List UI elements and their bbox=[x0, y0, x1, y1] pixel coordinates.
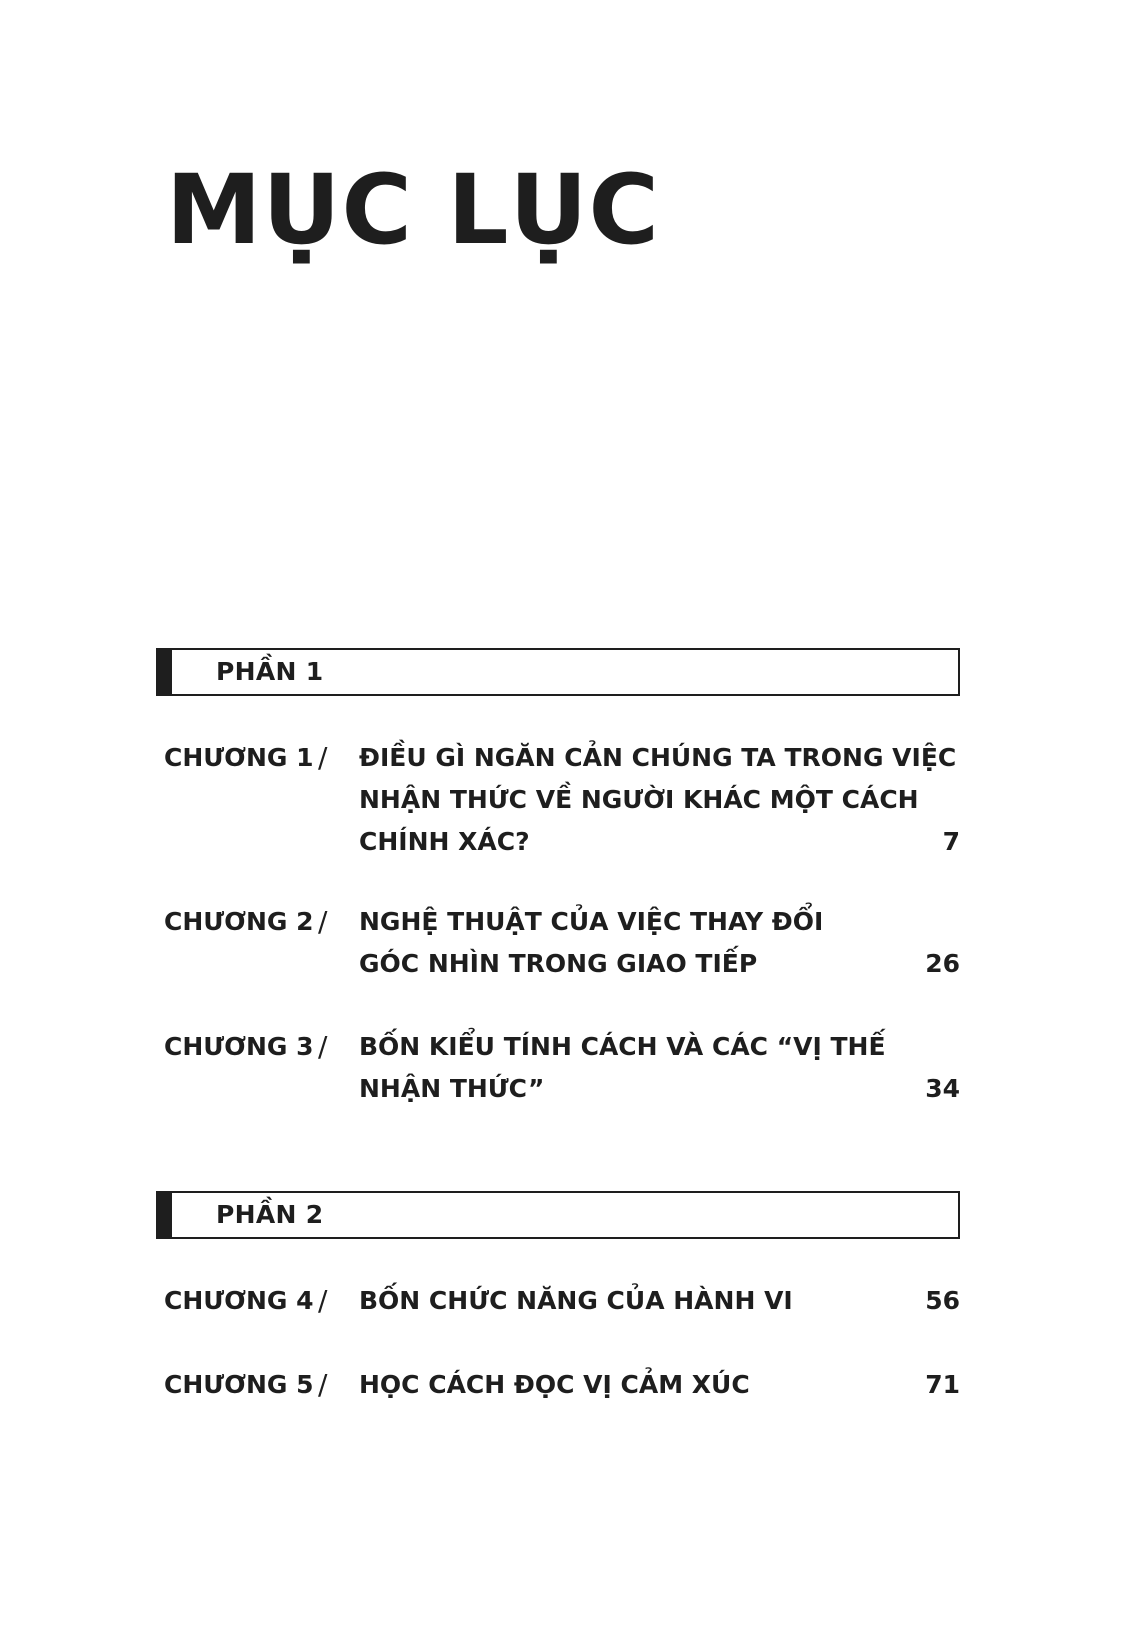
chapter-separator: / bbox=[318, 1030, 328, 1063]
chapter-title-line: NGHỆ THUẬT CỦA VIỆC THAY ĐỔI bbox=[359, 907, 824, 936]
chapter-title-line: BỐN KIỂU TÍNH CÁCH VÀ CÁC “VỊ THẾ bbox=[359, 1032, 886, 1061]
chapter-title-line: NHẬN THỨC VỀ NGƯỜI KHÁC MỘT CÁCH bbox=[359, 785, 919, 814]
chapter-title: BỐN KIỂU TÍNH CÁCH VÀ CÁC “VỊ THẾ NHẬN T… bbox=[359, 1026, 904, 1110]
chapter-title-line: NHẬN THỨC” bbox=[359, 1074, 545, 1103]
chapter-separator: / bbox=[318, 905, 328, 938]
chapter-title-line: ĐIỀU GÌ NGĂN CẢN CHÚNG TA TRONG VIỆC bbox=[359, 743, 957, 772]
part-2-header: PHẦN 2 bbox=[156, 1191, 960, 1239]
chapter-title: HỌC CÁCH ĐỌC VỊ CẢM XÚC bbox=[359, 1364, 904, 1406]
chapter-number: CHƯƠNG 2 bbox=[164, 907, 314, 936]
page-title: MỤC LỤC bbox=[166, 154, 660, 266]
chapter-number: CHƯƠNG 3 bbox=[164, 1032, 314, 1061]
chapter-number: CHƯƠNG 5 bbox=[164, 1370, 314, 1399]
chapter-number: CHƯƠNG 4 bbox=[164, 1286, 314, 1315]
part-1-header: PHẦN 1 bbox=[156, 648, 960, 696]
chapter-title-line: GÓC NHÌN TRONG GIAO TIẾP bbox=[359, 949, 758, 978]
chapter-title-line: HỌC CÁCH ĐỌC VỊ CẢM XÚC bbox=[359, 1370, 750, 1399]
chapter-page-number: 7 bbox=[942, 827, 960, 856]
chapter-title: ĐIỀU GÌ NGĂN CẢN CHÚNG TA TRONG VIỆC NHẬ… bbox=[359, 737, 957, 863]
chapter-separator: / bbox=[318, 1284, 328, 1317]
chapter-page-number: 71 bbox=[925, 1370, 960, 1399]
chapter-page-number: 26 bbox=[925, 949, 960, 978]
chapter-number: CHƯƠNG 1 bbox=[164, 743, 314, 772]
chapter-title: BỐN CHỨC NĂNG CỦA HÀNH VI bbox=[359, 1280, 904, 1322]
chapter-separator: / bbox=[318, 741, 328, 774]
chapter-separator: / bbox=[318, 1368, 328, 1401]
chapter-title: NGHỆ THUẬT CỦA VIỆC THAY ĐỔI GÓC NHÌN TR… bbox=[359, 901, 904, 985]
chapter-title-line: CHÍNH XÁC? bbox=[359, 827, 530, 856]
part-label: PHẦN 1 bbox=[216, 657, 324, 686]
chapter-page-number: 56 bbox=[925, 1286, 960, 1315]
chapter-title-line: BỐN CHỨC NĂNG CỦA HÀNH VI bbox=[359, 1286, 793, 1315]
part-label: PHẦN 2 bbox=[216, 1200, 324, 1229]
chapter-page-number: 34 bbox=[925, 1074, 960, 1103]
